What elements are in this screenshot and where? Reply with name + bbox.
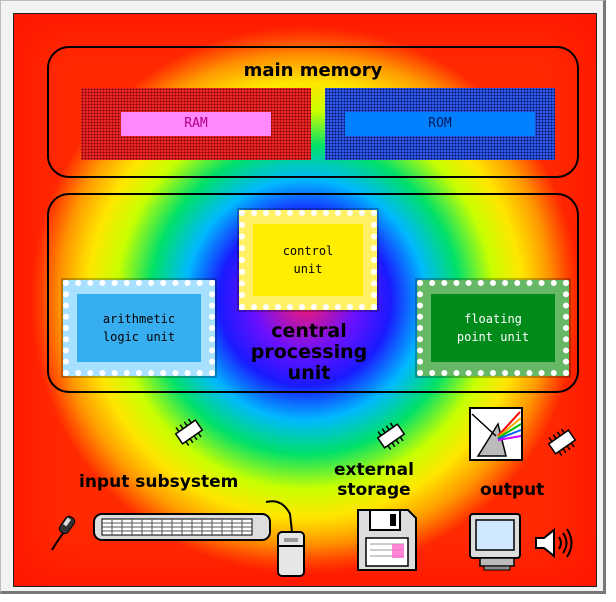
input-subsystem-label: input subsystem: [79, 472, 239, 492]
control-unit-label-line2: unit: [293, 262, 323, 276]
ram-block: RAM: [81, 88, 311, 160]
output-label: output: [480, 480, 545, 500]
fpu-label-line2: point unit: [456, 330, 530, 344]
keyboard-icon: [93, 513, 271, 541]
microphone-icon: [51, 515, 76, 551]
speaker-icon: [535, 527, 573, 559]
cpu-title-line1: central: [271, 320, 347, 342]
cpu-panel: control unit arithmetic logic unit float…: [47, 193, 579, 393]
external-storage-line1: external: [334, 460, 414, 480]
chip-icon: [174, 418, 204, 447]
chip-icon: [376, 422, 406, 451]
fpu-label-line1: floating: [464, 312, 522, 326]
cpu-title: central processing unit: [229, 321, 389, 384]
cpu-title-line2: processing: [250, 341, 368, 363]
alu-label-line1: arithmetic: [102, 312, 176, 326]
alu-label-line2: logic unit: [102, 330, 176, 344]
external-storage-label: external storage: [334, 460, 414, 500]
fpu-chip: floating point unit: [415, 278, 571, 378]
control-unit-chip: control unit: [237, 208, 379, 312]
chip-icon: [547, 428, 577, 457]
rom-label: ROM: [345, 112, 535, 136]
rom-block: ROM: [325, 88, 555, 160]
control-unit-label-line1: control: [282, 244, 334, 258]
prism-icon: [469, 407, 523, 461]
floppy-disk-icon: [357, 509, 417, 571]
mouse-icon: [265, 500, 305, 577]
ram-label: RAM: [121, 112, 271, 136]
monitor-icon: [469, 513, 521, 571]
main-memory-title: main memory: [243, 60, 383, 81]
cpu-title-line3: unit: [287, 362, 331, 384]
external-storage-line2: storage: [337, 480, 411, 500]
alu-chip: arithmetic logic unit: [61, 278, 217, 378]
diagram-canvas: main memory RAM ROM control unit: [13, 13, 597, 587]
window-frame: main memory RAM ROM control unit: [0, 0, 606, 594]
main-memory-panel: main memory RAM ROM: [47, 46, 579, 178]
